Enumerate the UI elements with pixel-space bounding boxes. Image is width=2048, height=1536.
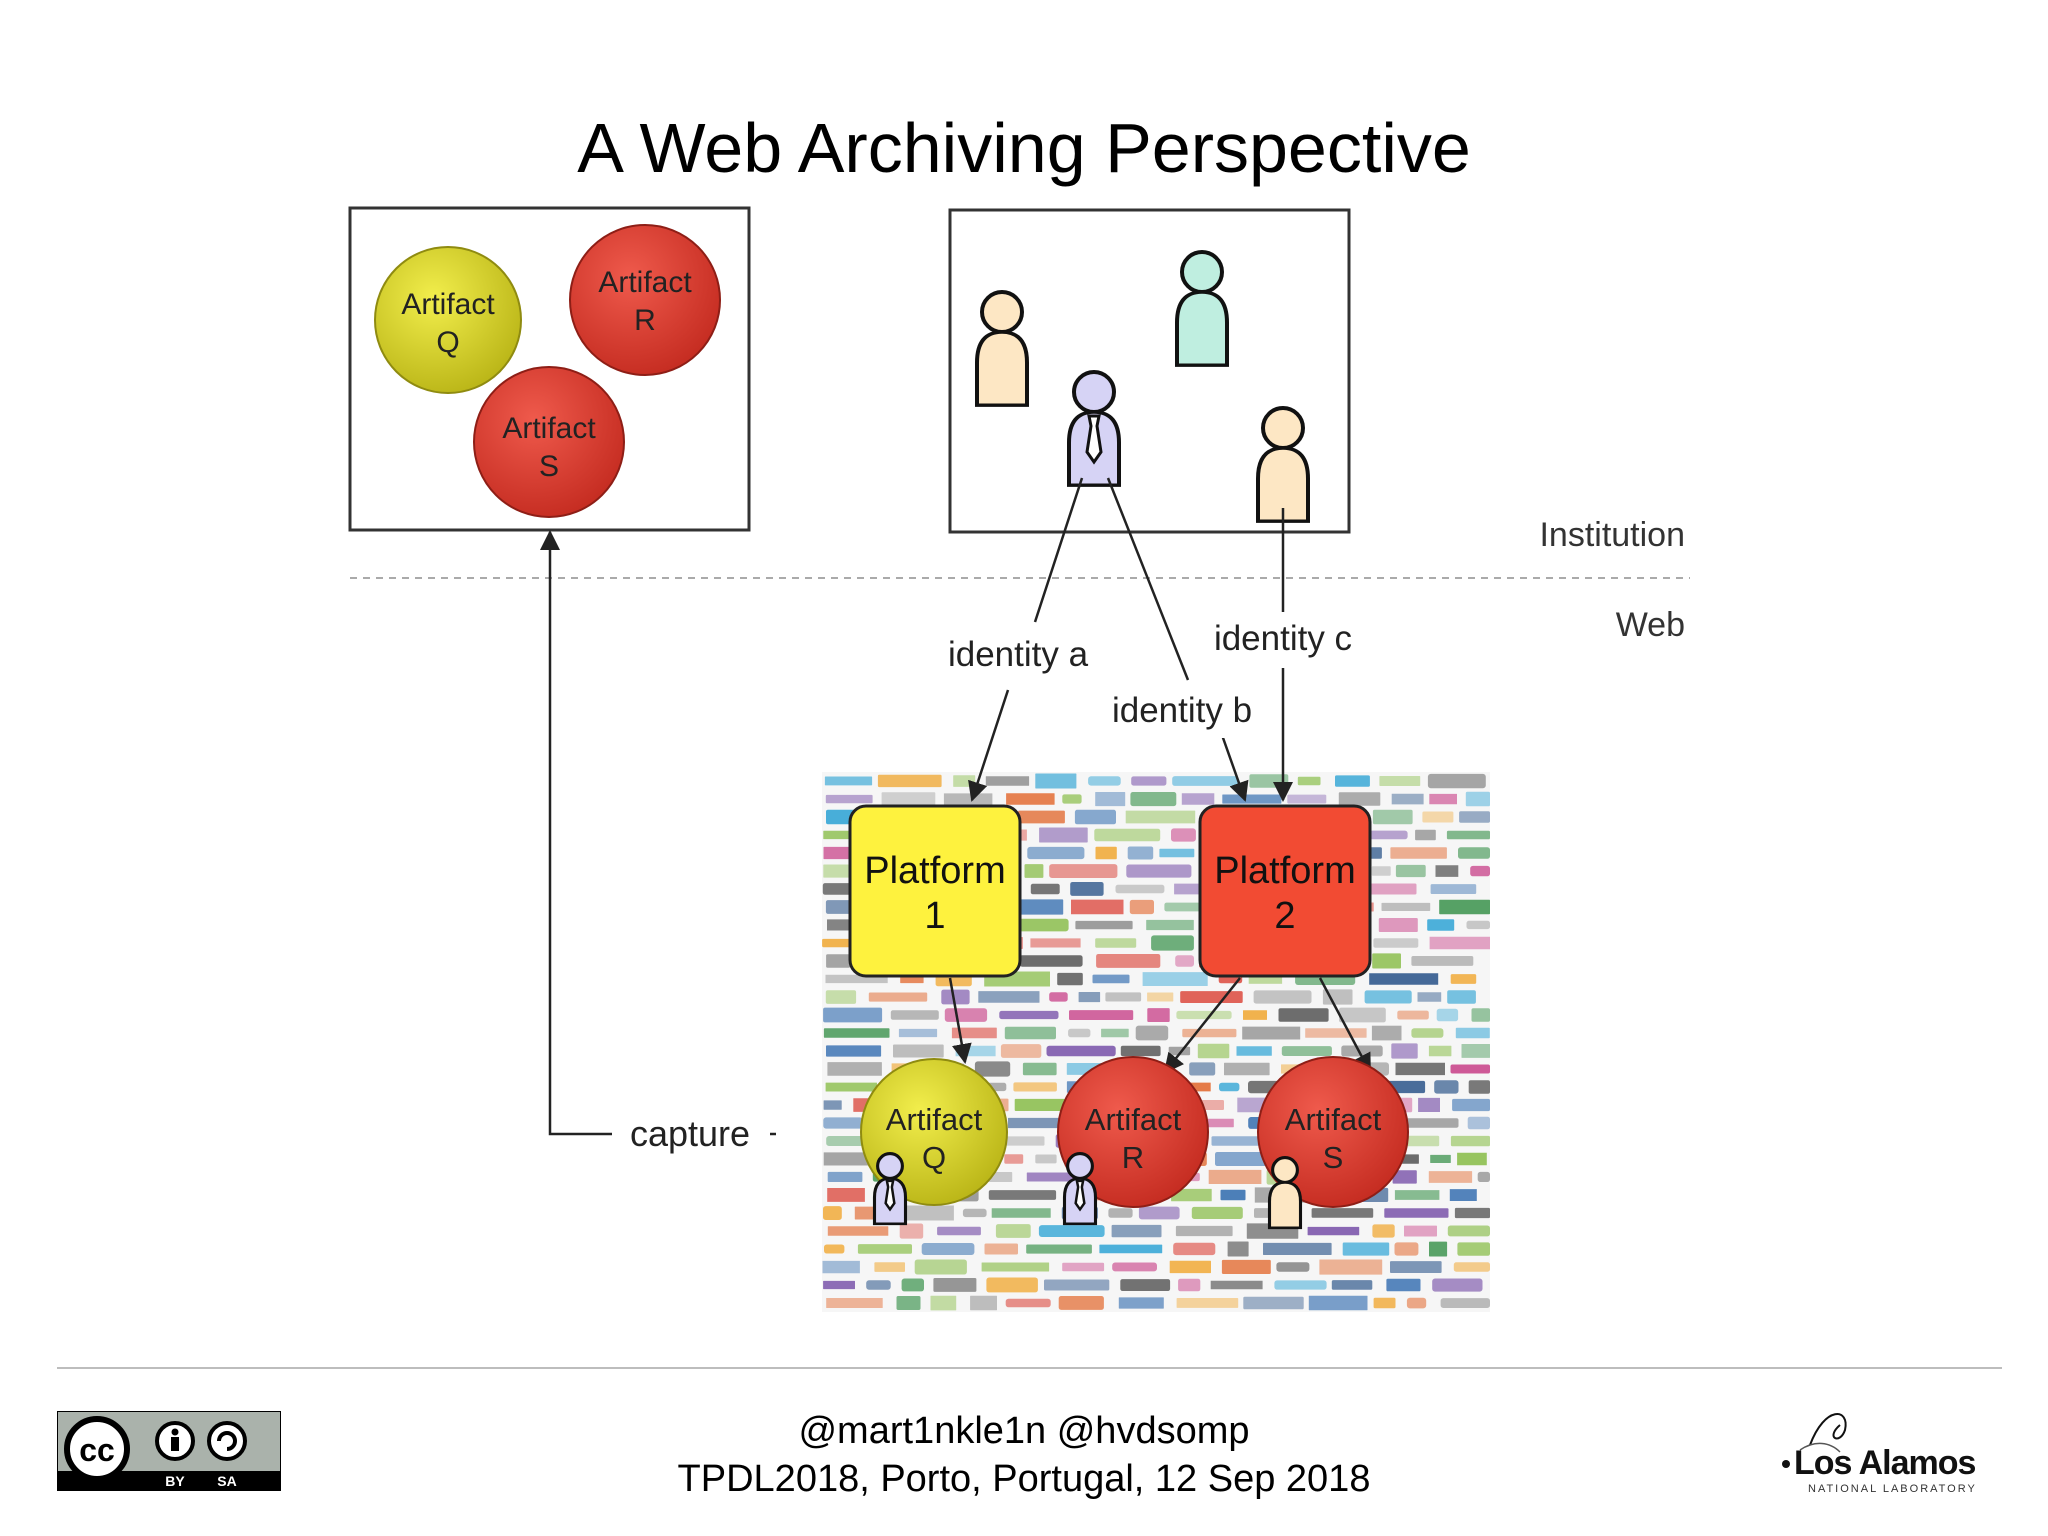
person-icon-lavender-tie [1067, 370, 1121, 487]
svg-text:2: 2 [1274, 895, 1295, 937]
identity-b-edge-bottom [1220, 734, 1249, 802]
person-icon-cream-2 [1256, 406, 1310, 523]
svg-text:Artifact: Artifact [1285, 1102, 1382, 1137]
los-alamos-logo: Los Alamos NATIONAL LABORATORY [1770, 1400, 2010, 1500]
svg-text:S: S [1323, 1140, 1344, 1175]
svg-text:R: R [1122, 1140, 1144, 1175]
platform1-to-artifact-q [948, 977, 972, 1064]
svg-text:Artifact: Artifact [1085, 1102, 1182, 1137]
identity-a-edge-top [1033, 477, 1084, 623]
identity-a-edge-bottom [968, 689, 1010, 802]
svg-text:R: R [634, 304, 656, 337]
person-icon-cream-s [1267, 1156, 1303, 1230]
platform2-to-artifact-s [1318, 977, 1372, 1074]
cc-by-sa-badge[interactable]: cc BY SA [56, 1410, 282, 1492]
person-icon-lavender-tie-q [872, 1152, 908, 1226]
svg-text:1: 1 [924, 895, 945, 937]
footer-divider [57, 1367, 2002, 1369]
svg-text:Platform: Platform [864, 850, 1005, 892]
identity-b-edge-top [1106, 477, 1190, 681]
capture-label: capture [630, 1113, 750, 1154]
zone-label-institution: Institution [1539, 516, 1685, 554]
person-icon-mint [1175, 250, 1229, 367]
platform-1: Platform 1 [848, 804, 1022, 978]
svg-text:Artifact: Artifact [502, 412, 596, 445]
platform2-to-artifact-r [1163, 977, 1241, 1074]
diagram: Artifact Q Artifact R Artifact S [348, 206, 1690, 1312]
svg-text:Artifact: Artifact [598, 266, 692, 299]
svg-text:Artifact: Artifact [401, 288, 495, 321]
svg-text:SA: SA [217, 1473, 236, 1489]
zone-label-web: Web [1616, 606, 1685, 644]
web-artifact-r: Artifact R [1057, 1056, 1209, 1208]
archive-artifact-r: Artifact R [569, 224, 721, 376]
identity-c-label: identity c [1214, 619, 1352, 658]
identity-a-label: identity a [948, 635, 1089, 674]
person-icon-lavender-tie-r [1062, 1152, 1098, 1226]
svg-text:BY: BY [165, 1473, 185, 1489]
svg-text:cc: cc [79, 1432, 115, 1468]
svg-text:Q: Q [436, 326, 459, 359]
slide-title: A Web Archiving Perspective [577, 109, 1471, 187]
person-icon-cream-1 [975, 290, 1029, 407]
archive-artifact-s: Artifact S [473, 366, 625, 518]
svg-text:S: S [539, 450, 559, 483]
svg-text:Los Alamos: Los Alamos [1794, 1444, 1976, 1482]
footer-handles: @mart1nkle1n @hvdsomp [798, 1410, 1250, 1452]
archive-artifact-q: Artifact Q [374, 246, 522, 394]
svg-text:Q: Q [922, 1140, 946, 1175]
svg-text:Platform: Platform [1214, 850, 1355, 892]
platform-2: Platform 2 [1198, 804, 1372, 978]
svg-text:NATIONAL LABORATORY: NATIONAL LABORATORY [1808, 1483, 1977, 1495]
svg-text:Artifact: Artifact [886, 1102, 983, 1137]
capture-arrow [540, 530, 776, 1136]
identity-b-label: identity b [1112, 691, 1252, 730]
footer-event: TPDL2018, Porto, Portugal, 12 Sep 2018 [677, 1458, 1371, 1500]
